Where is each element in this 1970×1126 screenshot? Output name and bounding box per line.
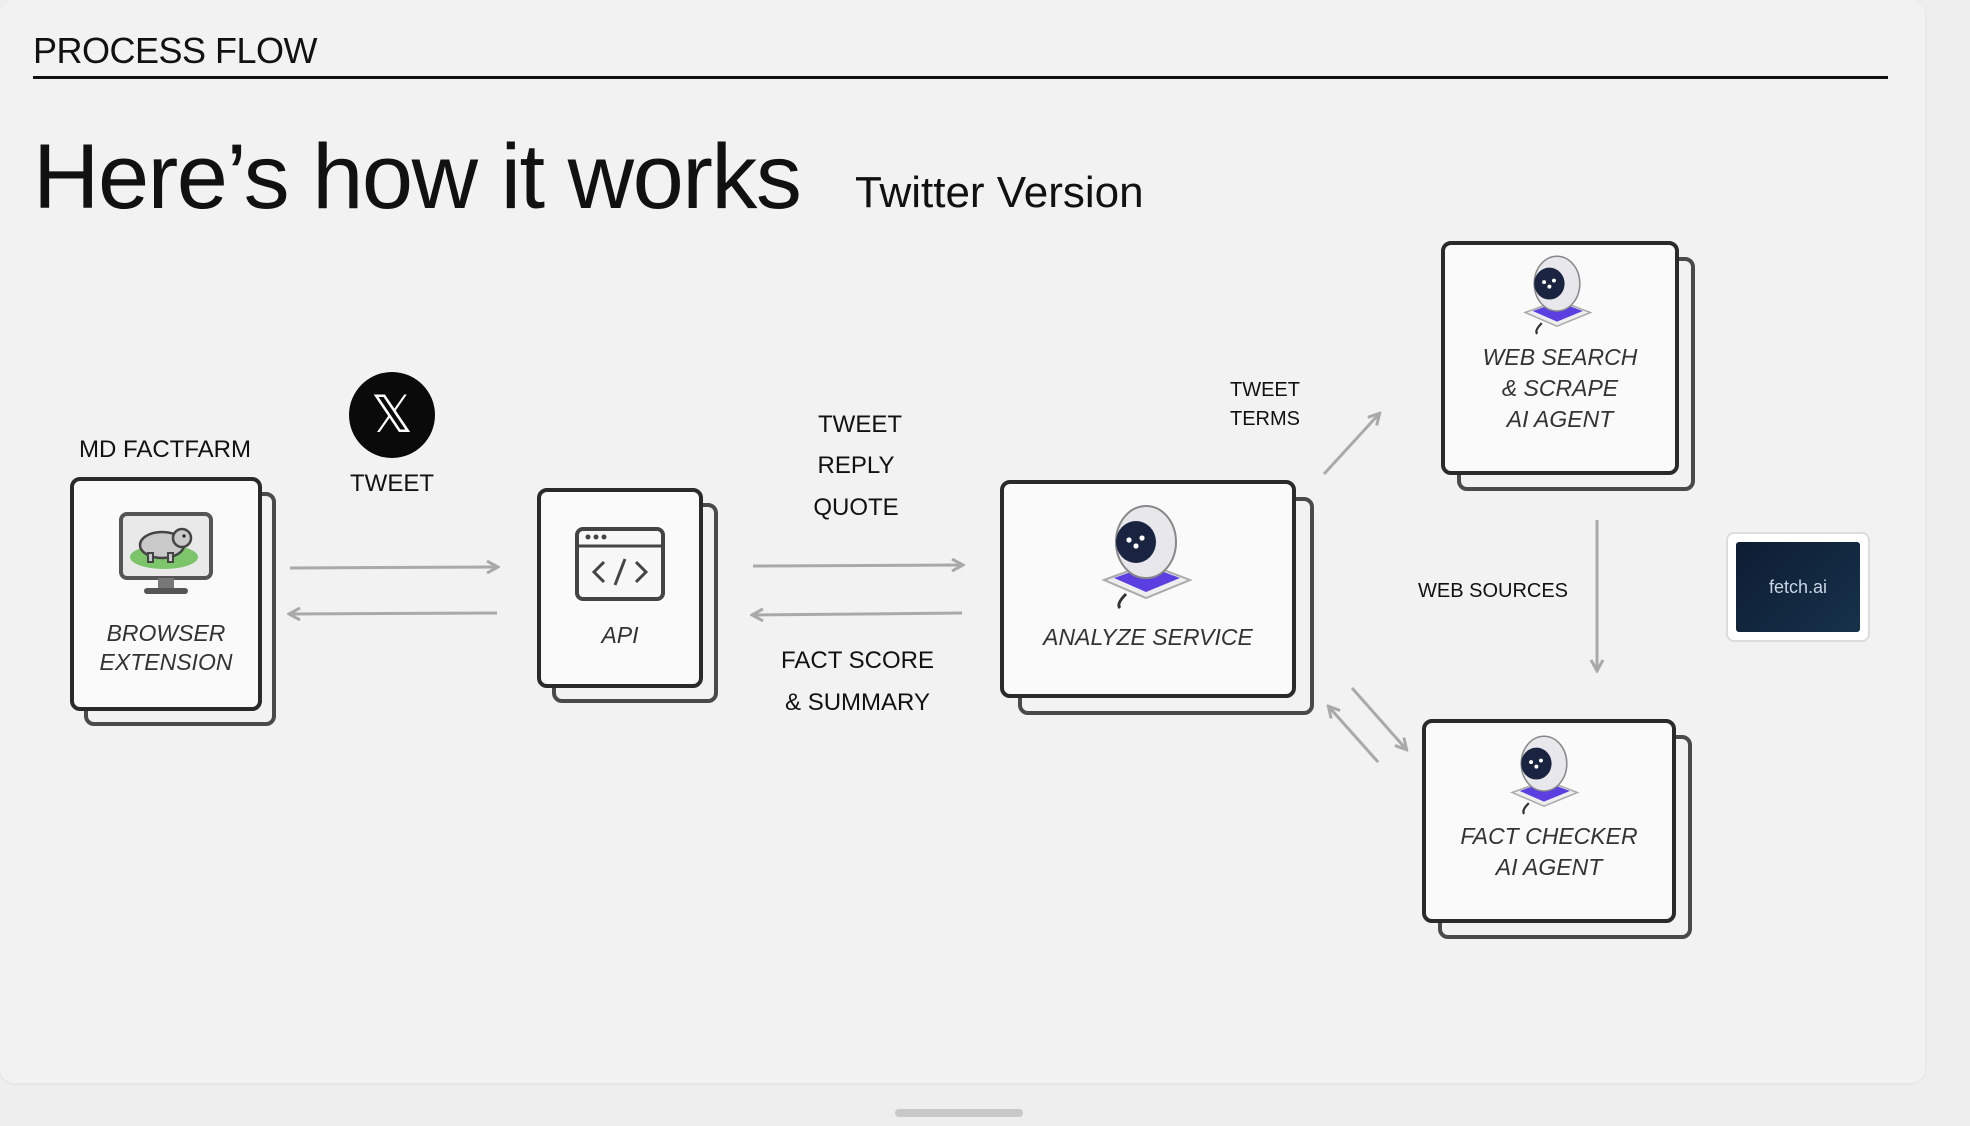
header-rule bbox=[33, 76, 1888, 79]
x-logo-icon: 𝕏 bbox=[349, 372, 435, 458]
arrow-factcheck-to-analyze bbox=[1329, 707, 1380, 763]
factfarm-caption: MD FACTFARM bbox=[79, 436, 251, 463]
fetch-ai-logo: fetch.ai bbox=[1726, 532, 1870, 642]
flow-label-tweet-terms: TWEET TERMS bbox=[1222, 376, 1308, 434]
robot-agent-icon bbox=[1101, 505, 1193, 610]
fetch-ai-logo-text: fetch.ai bbox=[1736, 542, 1860, 632]
arrow-api-to-ext bbox=[290, 613, 498, 614]
arrow-analyze-to-factcheck bbox=[1350, 687, 1406, 749]
fact-checker-agent-card[interactable]: FACT CHECKER AI AGENT bbox=[1422, 719, 1676, 923]
flow-label-quote: QUOTE bbox=[813, 494, 899, 521]
hippo-monitor-icon bbox=[119, 512, 213, 594]
browser-extension-card[interactable]: BROWSER EXTENSION bbox=[70, 477, 262, 711]
flow-label-tweet: TWEET bbox=[818, 411, 902, 438]
browser-extension-label-2: EXTENSION bbox=[99, 649, 233, 675]
flow-label-summary: & SUMMARY bbox=[785, 689, 930, 716]
robot-agent-icon bbox=[1510, 735, 1580, 815]
flow-label-tweet-terms-2: TERMS bbox=[1230, 408, 1300, 430]
analyze-service-label: ANALYZE SERVICE bbox=[1043, 624, 1253, 650]
web-search-label-2: & SCRAPE bbox=[1501, 375, 1619, 401]
tweet-badge-label: TWEET bbox=[350, 470, 434, 497]
page-title: Here’s how it works bbox=[33, 126, 802, 228]
horizontal-scrollbar[interactable] bbox=[895, 1109, 1023, 1117]
web-search-agent-card[interactable]: WEB SEARCH & SCRAPE AI AGENT bbox=[1441, 241, 1679, 475]
browser-extension-label-1: BROWSER bbox=[106, 620, 226, 646]
flow-label-fact-score: FACT SCORE bbox=[781, 647, 934, 674]
fact-checker-label-2: AI AGENT bbox=[1495, 854, 1603, 880]
arrow-api-to-analyze bbox=[752, 565, 962, 566]
page-subtitle: Twitter Version bbox=[855, 168, 1144, 217]
flow-label-reply: REPLY bbox=[817, 452, 895, 479]
flow-label-tweet-terms-1: TWEET bbox=[1230, 379, 1300, 401]
section-label: PROCESS FLOW bbox=[33, 30, 318, 71]
web-search-label-3: AI AGENT bbox=[1506, 406, 1614, 432]
flow-label-web-sources: WEB SOURCES bbox=[1418, 580, 1569, 602]
arrow-analyze-to-websearch bbox=[1322, 414, 1379, 476]
arrow-analyze-to-api bbox=[753, 613, 963, 615]
code-window-icon bbox=[575, 527, 665, 601]
fact-checker-label-1: FACT CHECKER bbox=[1460, 823, 1638, 849]
api-label: API bbox=[601, 622, 639, 648]
api-card[interactable]: API bbox=[537, 488, 703, 688]
arrow-ext-to-api bbox=[289, 567, 497, 568]
web-search-label-1: WEB SEARCH bbox=[1482, 344, 1638, 370]
analyze-service-card[interactable]: ANALYZE SERVICE bbox=[1000, 480, 1296, 698]
robot-agent-icon bbox=[1523, 255, 1593, 335]
